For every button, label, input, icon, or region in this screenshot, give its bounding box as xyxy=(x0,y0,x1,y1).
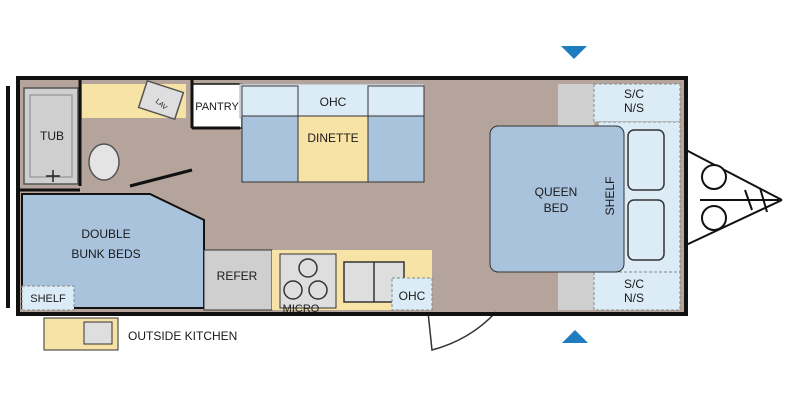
double-bunk-label-2: BUNK BEDS xyxy=(71,247,140,261)
shelf-left-label: SHELF xyxy=(30,293,66,305)
toilet-icon xyxy=(88,143,120,181)
pantry-label: PANTRY xyxy=(195,101,239,113)
sc-ns-top-label-1: S/C xyxy=(624,87,644,101)
interior-walls xyxy=(20,80,240,192)
trailer-hitch xyxy=(685,149,783,246)
queen-bed xyxy=(489,125,625,273)
outside-sink-icon xyxy=(83,321,113,345)
bunk-shelf xyxy=(21,285,75,311)
tub-faucet-icon xyxy=(46,170,60,182)
ohc-galley xyxy=(391,277,433,311)
refer-label: REFER xyxy=(217,269,258,283)
trailer-outline xyxy=(16,76,688,316)
dinette-table xyxy=(297,115,369,183)
queen-bed-label-2: BED xyxy=(544,201,569,215)
lav-sink-icon xyxy=(137,79,185,121)
outside-kitchen-label: OUTSIDE KITCHEN xyxy=(128,329,237,343)
burner-icon xyxy=(308,280,328,300)
bottom-arrow-icon xyxy=(562,330,588,343)
sc-ns-bottom-label-2: N/S xyxy=(624,291,644,305)
pillow-icon xyxy=(627,129,665,191)
entry-door-icon xyxy=(427,311,497,351)
micro-label: MICRO xyxy=(283,303,320,315)
burner-icon xyxy=(298,258,318,278)
sc-ns-top-label-2: N/S xyxy=(624,101,644,115)
dinette-label: DINETTE xyxy=(307,131,358,145)
stove xyxy=(279,253,337,309)
tub xyxy=(23,87,79,185)
tub-label: TUB xyxy=(40,129,64,143)
burner-icon xyxy=(283,280,303,300)
pillow-icon xyxy=(627,199,665,261)
top-arrow-icon xyxy=(561,46,587,59)
ohc-top-label: OHC xyxy=(320,95,347,109)
ohc-galley-label: OHC xyxy=(399,289,426,303)
shelf-right-label: SHELF xyxy=(603,177,617,216)
queen-bed-label-1: QUEEN xyxy=(535,185,578,199)
double-bunk-label-1: DOUBLE xyxy=(81,227,130,241)
sc-ns-bottom-label-1: S/C xyxy=(624,277,644,291)
